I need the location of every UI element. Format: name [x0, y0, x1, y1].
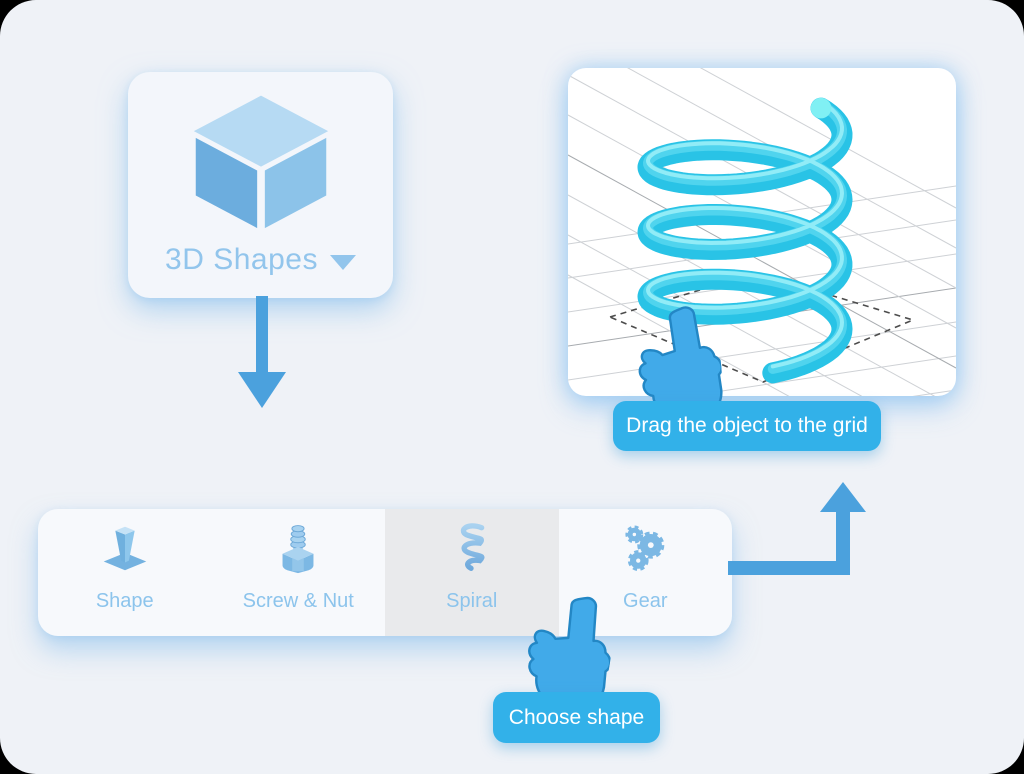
choose-shape-tooltip: Choose shape — [493, 692, 660, 743]
shape-icon — [95, 519, 155, 577]
shape-toolbar: Shape Screw & Nut — [38, 509, 732, 636]
toolbar-item-label: Gear — [623, 590, 668, 612]
spiral-icon — [442, 519, 502, 577]
cursor-hand-icon — [528, 596, 612, 717]
toolbar-item-gear[interactable]: Gear — [559, 509, 733, 636]
toolbar-item-spiral[interactable]: Spiral — [385, 509, 559, 636]
drag-tooltip: Drag the object to the grid — [613, 401, 881, 451]
toolbar-item-label: Shape — [95, 590, 154, 612]
chevron-down-icon — [329, 254, 356, 270]
toolbar-item-label: Spiral — [446, 590, 498, 612]
cube-icon — [181, 88, 341, 235]
spiral-3d-object[interactable] — [637, 97, 853, 384]
toolbar-item-shape[interactable]: Shape — [38, 509, 212, 636]
cursor-hand-icon — [638, 306, 723, 428]
gear-icon — [615, 519, 675, 577]
flow-arrow-down — [238, 296, 286, 408]
toolbar-item-label: Screw & Nut — [242, 590, 354, 612]
flow-arrow-elbow — [728, 482, 866, 575]
3d-shapes-label: 3D Shapes — [165, 243, 318, 276]
workplane-canvas[interactable] — [568, 68, 956, 396]
toolbar-item-screw-nut[interactable]: Screw & Nut — [212, 509, 386, 636]
3d-shapes-menu-button[interactable]: 3D Shapes — [128, 72, 393, 298]
screw-nut-icon — [268, 519, 328, 577]
workplane-grid — [568, 68, 956, 396]
